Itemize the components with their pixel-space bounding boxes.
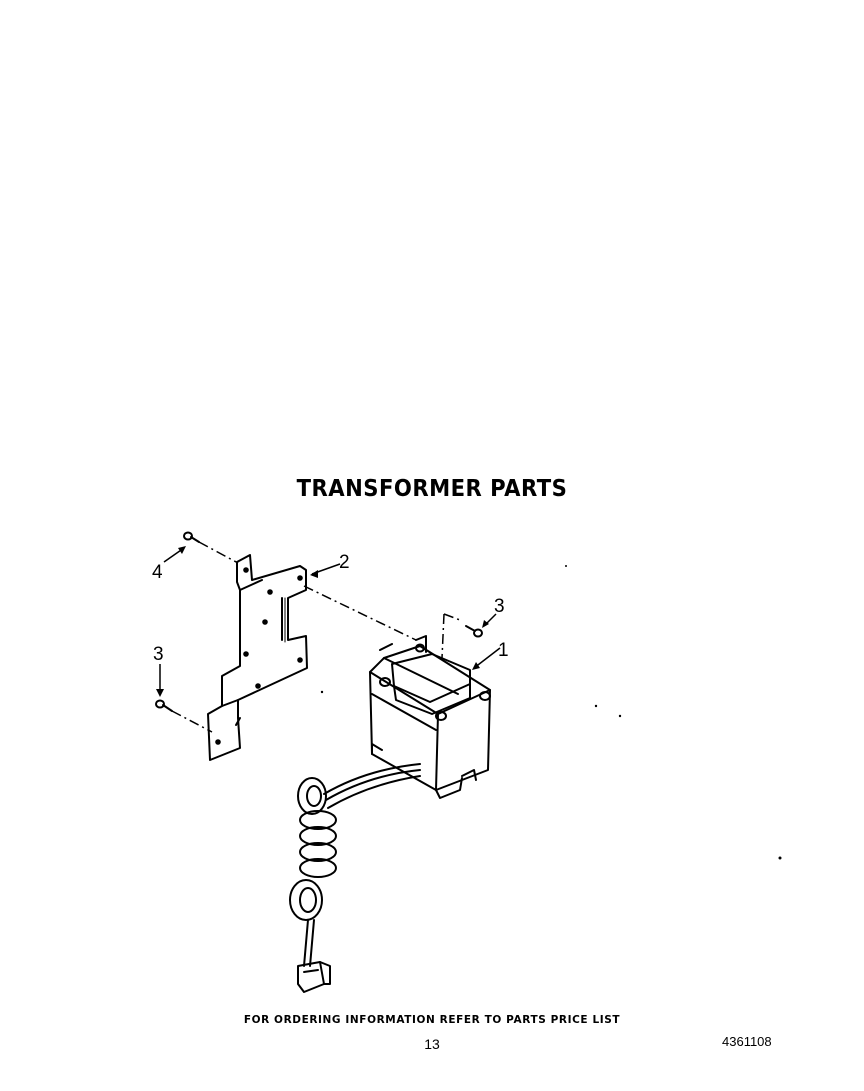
power-cord [289, 763, 421, 993]
callout-screw-upper-left: 4 [152, 562, 163, 583]
ordering-information-note: FOR ORDERING INFORMATION REFER TO PARTS … [243, 1014, 621, 1026]
document-number: 4361108 [722, 1034, 772, 1049]
screw-upper-left [183, 531, 200, 543]
mounting-bracket [207, 554, 308, 761]
diagram-title: TRANSFORMER PARTS [296, 476, 568, 502]
callout-transformer: 1 [498, 640, 509, 661]
screw-upper-right [465, 625, 483, 638]
callout-bracket: 2 [339, 552, 350, 573]
leader-arrows [159, 547, 501, 694]
transformer [369, 635, 491, 799]
callout-screw-upper-right: 3 [494, 596, 505, 617]
screw-lower-left [155, 699, 173, 712]
page-number: 13 [424, 1036, 440, 1052]
callout-screw-lower-left: 3 [153, 644, 164, 665]
